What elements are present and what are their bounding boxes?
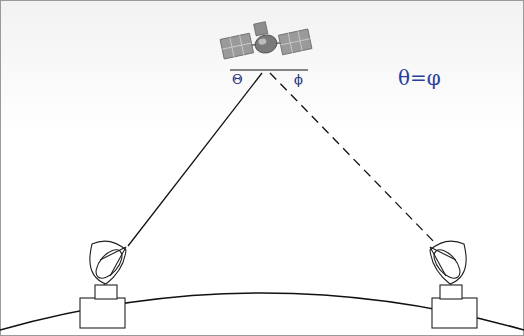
uplink-line bbox=[128, 73, 262, 246]
angle-label: ϕ bbox=[294, 73, 303, 86]
left-ground-station bbox=[80, 241, 127, 328]
right-ground-station bbox=[429, 241, 477, 328]
downlink-line bbox=[270, 73, 438, 246]
satellite bbox=[218, 13, 312, 67]
angle-label: Θ bbox=[232, 73, 243, 86]
equation-label: θ=φ bbox=[398, 68, 441, 88]
reference-line bbox=[230, 69, 308, 70]
